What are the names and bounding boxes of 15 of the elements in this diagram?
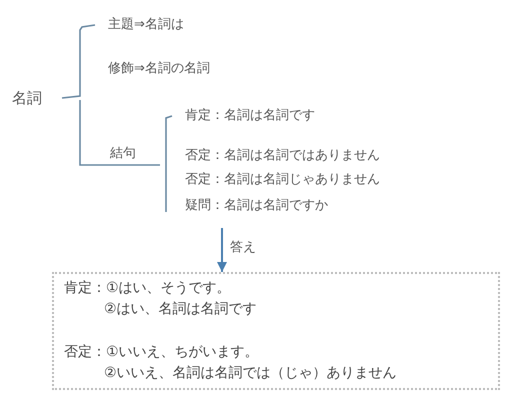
text-label: 答え bbox=[230, 240, 256, 256]
text-label: 主題⇒名詞は bbox=[108, 17, 184, 33]
arrow bbox=[217, 228, 227, 272]
answer-line: 否定：①いいえ、ちがいます。 bbox=[64, 344, 259, 360]
text-label: 修飾⇒名詞の名詞 bbox=[108, 61, 210, 77]
text-label: 否定：名詞は名詞ではありません bbox=[185, 148, 380, 164]
text-label: 結句 bbox=[110, 146, 136, 162]
text-label: 疑問：名詞は名詞ですか bbox=[185, 198, 328, 214]
answer-line: ②はい、名詞は名詞です bbox=[104, 301, 257, 317]
text-label: 名詞 bbox=[12, 90, 42, 106]
answer-line: 肯定：①はい、そうです。 bbox=[64, 280, 231, 296]
text-label: 否定：名詞は名詞じゃありません bbox=[185, 172, 380, 188]
answer-line: ②いいえ、名詞は名詞では（じゃ）ありません bbox=[104, 365, 397, 381]
answer-box bbox=[52, 272, 500, 390]
text-label: 肯定：名詞は名詞です bbox=[185, 108, 315, 124]
